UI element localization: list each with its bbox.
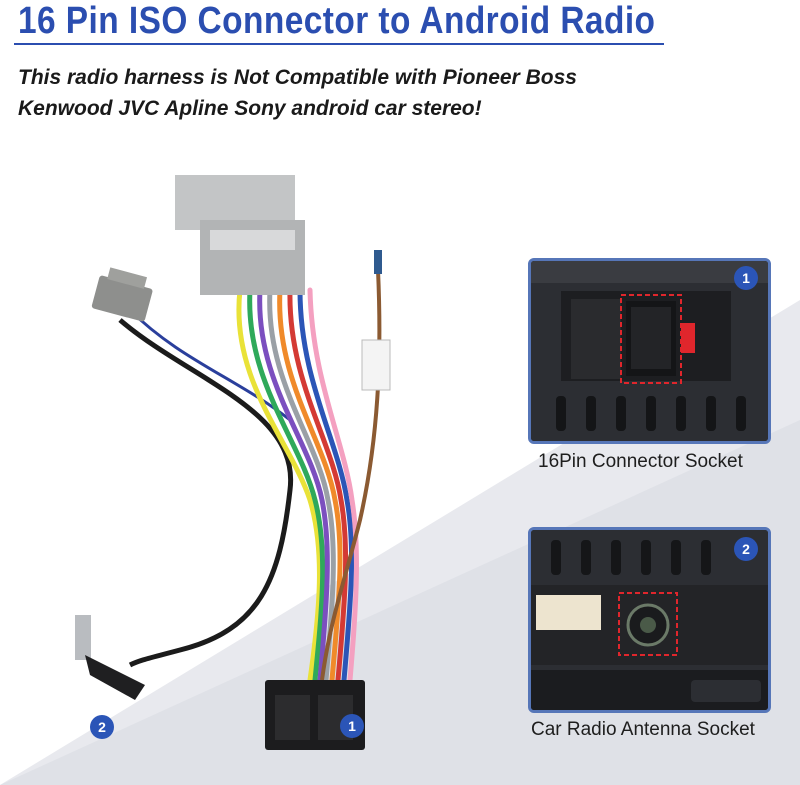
panel-badge-2: 2 <box>734 537 758 561</box>
page-title: 16 Pin ISO Connector to Android Radio <box>18 0 656 42</box>
antenna-plug <box>75 615 145 700</box>
harness-illustration <box>75 175 391 750</box>
antenna-socket-photo <box>528 527 771 713</box>
compatibility-notice-line-1: This radio harness is Not Compatible wit… <box>18 66 577 89</box>
panel-badge-1: 1 <box>734 266 758 290</box>
iso-connector-bottom <box>265 680 365 750</box>
small-grey-connector <box>91 267 153 322</box>
compatibility-notice-line-2: Kenwood JVC Apline Sony android car ster… <box>18 97 482 120</box>
connector-socket-caption: 16Pin Connector Socket <box>538 451 743 472</box>
compatibility-notice: This radio harness is Not Compatible wit… <box>18 62 718 124</box>
antenna-socket-caption: Car Radio Antenna Socket <box>531 719 755 740</box>
harness-badge-antenna: 2 <box>90 715 114 739</box>
title-underline <box>14 43 664 45</box>
connector-socket-photo <box>528 258 771 444</box>
harness-badge-iso: 1 <box>340 714 364 738</box>
iso-connector-top <box>175 175 305 295</box>
wire-bundle <box>236 287 359 683</box>
